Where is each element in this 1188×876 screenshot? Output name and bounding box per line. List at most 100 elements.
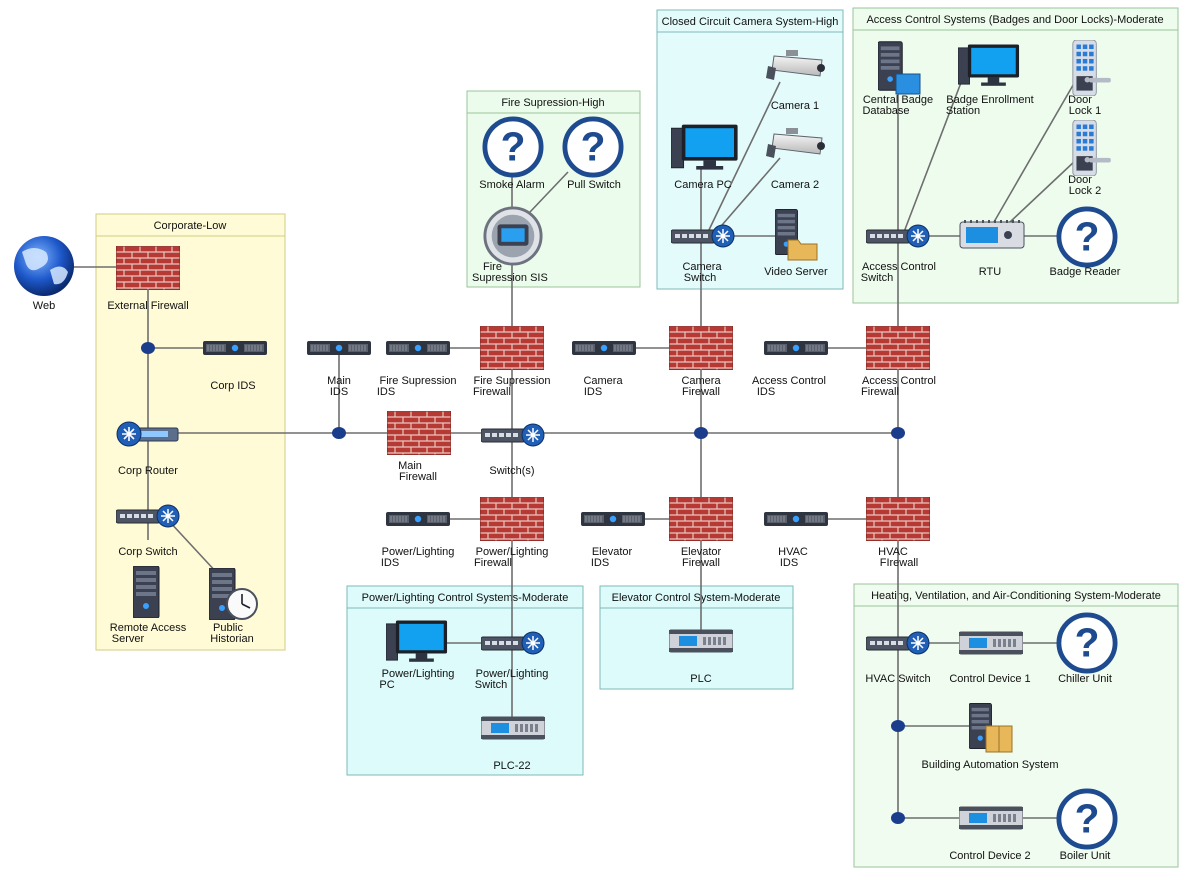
junction-camera bbox=[694, 427, 708, 439]
node-power-ids: Power/Lighting IDS bbox=[381, 511, 454, 569]
node-access-switch: Access Control Switch bbox=[861, 224, 936, 284]
label-power-pc-2: PC bbox=[379, 679, 394, 691]
node-boiler-unit: Boiler Unit bbox=[1059, 791, 1115, 862]
label-camera-firewall-1: Camera bbox=[681, 375, 721, 387]
label-fire-ids-1: Fire Supression bbox=[379, 375, 456, 387]
node-smoke-alarm: Smoke Alarm bbox=[479, 119, 545, 191]
node-camera-ids: Camera IDS bbox=[572, 340, 636, 398]
brick-firewall-icon bbox=[669, 497, 733, 541]
node-video-server: Video Server bbox=[764, 208, 828, 278]
label-switches: Switch(s) bbox=[489, 465, 534, 477]
node-camera-firewall: Camera Firewall bbox=[669, 326, 733, 398]
label-public-historian-2: Historian bbox=[210, 633, 253, 645]
brick-firewall-icon bbox=[669, 326, 733, 370]
label-door-lock-2-2: Lock 2 bbox=[1069, 185, 1101, 197]
label-badge-enrollment-2: Station bbox=[946, 105, 980, 117]
node-corp-router: Corp Router bbox=[116, 421, 179, 477]
brick-firewall-icon bbox=[866, 497, 930, 541]
node-camera-switch: Camera Switch bbox=[671, 224, 735, 284]
label-access-ids-1: Access Control bbox=[752, 375, 826, 387]
folder-icon bbox=[787, 239, 818, 261]
link-corp-switch-historian bbox=[167, 519, 219, 575]
label-camera-switch-1: Camera bbox=[682, 261, 722, 273]
label-central-badge-1: Central Badge bbox=[863, 94, 933, 106]
ids-appliance-icon bbox=[764, 340, 828, 356]
question-mark-icon bbox=[485, 119, 541, 175]
book-icon bbox=[985, 725, 1013, 753]
link-access-enroll bbox=[903, 79, 963, 233]
label-main-ids-1: Main bbox=[327, 375, 351, 387]
junction-hvac-bas bbox=[891, 720, 905, 732]
label-fire-sis-1: Fire bbox=[483, 261, 502, 273]
label-power-firewall-2: Firewall bbox=[474, 557, 512, 569]
label-power-firewall-1: Power/Lighting bbox=[476, 546, 549, 558]
node-external-firewall: External Firewall bbox=[107, 246, 189, 312]
brick-firewall-icon bbox=[866, 326, 930, 370]
node-corp-ids: Corp IDS bbox=[203, 340, 267, 392]
node-plc-22: PLC-22 bbox=[481, 716, 545, 772]
label-hvac-firewall-1: HVAC bbox=[878, 546, 908, 558]
zone-title-elevator: Elevator Control System-Moderate bbox=[612, 592, 781, 604]
node-corp-switch: Corp Switch bbox=[116, 504, 180, 558]
junction-hvac-device2 bbox=[891, 812, 905, 824]
brick-firewall-icon bbox=[480, 497, 544, 541]
node-door-lock-2: Door Lock 2 bbox=[1068, 120, 1112, 197]
node-pull-switch: Pull Switch bbox=[565, 119, 621, 191]
label-corp-ids: Corp IDS bbox=[210, 380, 255, 392]
zone-title-fire: Fire Supression-High bbox=[501, 97, 604, 109]
ids-appliance-icon bbox=[307, 340, 371, 356]
plc-module-icon bbox=[959, 631, 1023, 655]
label-power-switch-2: Switch bbox=[475, 679, 507, 691]
label-public-historian-1: Public bbox=[213, 622, 243, 634]
label-hvac-ids-2: IDS bbox=[780, 557, 798, 569]
node-elevator-ids: Elevator IDS bbox=[581, 511, 645, 569]
node-hvac-firewall: HVAC FIrewall bbox=[866, 497, 930, 569]
node-switches: Switch(s) bbox=[481, 423, 545, 477]
question-mark-icon bbox=[1059, 209, 1115, 265]
label-pull-switch: Pull Switch bbox=[567, 179, 621, 191]
label-rtu: RTU bbox=[979, 266, 1001, 278]
junction-corp-ids bbox=[141, 342, 155, 354]
plc-module-icon bbox=[959, 806, 1023, 830]
node-main-ids: Main IDS bbox=[307, 340, 371, 398]
label-hvac-firewall-2: FIrewall bbox=[880, 557, 919, 569]
plc-module-icon bbox=[669, 629, 733, 653]
label-control-device-2: Control Device 2 bbox=[949, 850, 1030, 862]
link-camswitch-cam2 bbox=[715, 157, 781, 233]
node-central-badge-database: Central Badge Database bbox=[862, 41, 933, 117]
label-hvac-ids-1: HVAC bbox=[778, 546, 808, 558]
label-elevator-ids-2: IDS bbox=[591, 557, 609, 569]
node-fire-firewall: Fire Supression Firewall bbox=[473, 326, 551, 398]
node-elevator-firewall: Elevator Firewall bbox=[669, 497, 733, 569]
ids-appliance-icon bbox=[764, 511, 828, 527]
node-rtu: RTU bbox=[959, 220, 1025, 278]
zone-power-lighting: Power/Lighting Control Systems-Moderate bbox=[346, 585, 584, 776]
globe-icon bbox=[14, 236, 74, 296]
brick-firewall-icon bbox=[387, 411, 451, 455]
brick-firewall-icon bbox=[480, 326, 544, 370]
node-control-device-2: Control Device 2 bbox=[949, 806, 1031, 862]
question-mark-icon bbox=[1059, 615, 1115, 671]
link-rtu-lock1 bbox=[993, 79, 1077, 223]
node-badge-reader: Badge Reader bbox=[1050, 209, 1121, 278]
ids-appliance-icon bbox=[581, 511, 645, 527]
database-icon bbox=[895, 73, 921, 95]
ids-appliance-icon bbox=[386, 511, 450, 527]
node-remote-access-server: Remote Access Server bbox=[110, 566, 187, 645]
ids-appliance-icon bbox=[203, 340, 267, 356]
label-corp-switch: Corp Switch bbox=[118, 546, 177, 558]
node-door-lock-1: Door Lock 1 bbox=[1068, 40, 1112, 117]
label-camera-ids-2: IDS bbox=[584, 386, 602, 398]
question-mark-icon bbox=[565, 119, 621, 175]
node-access-ids: Access Control IDS bbox=[752, 340, 828, 398]
label-power-switch-1: Power/Lighting bbox=[476, 668, 549, 680]
node-building-automation-system: Building Automation System bbox=[922, 702, 1058, 771]
junction-access bbox=[891, 427, 905, 439]
label-fire-firewall-2: Firewall bbox=[473, 386, 511, 398]
label-plc-22: PLC-22 bbox=[493, 760, 530, 772]
zone-title-power: Power/Lighting Control Systems-Moderate bbox=[362, 592, 569, 604]
label-main-firewall-1: Main bbox=[398, 460, 422, 472]
label-access-firewall-1: Access Control bbox=[862, 375, 936, 387]
node-camera-2: Camera 2 bbox=[765, 127, 826, 191]
